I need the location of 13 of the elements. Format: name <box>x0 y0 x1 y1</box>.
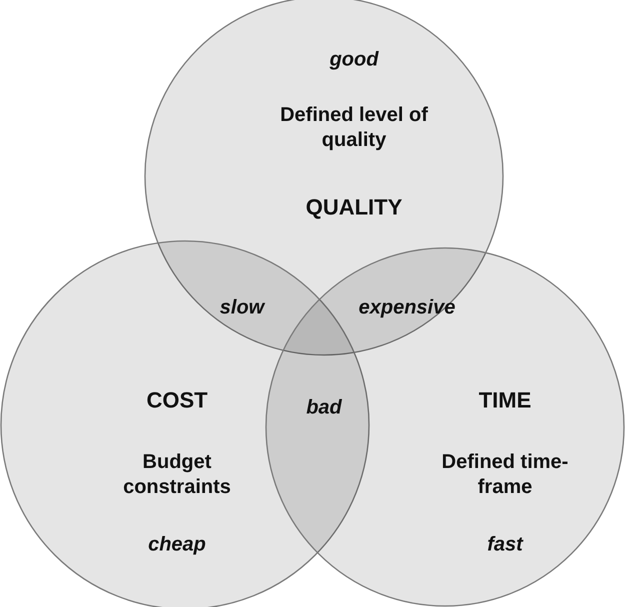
venn-keyword: fast <box>486 532 524 558</box>
venn-text: QUALITY <box>304 193 404 221</box>
overlap-label: expensive <box>358 296 456 320</box>
venn-text: TIME <box>478 386 532 414</box>
venn-text: COST <box>145 386 209 414</box>
venn-circle <box>265 247 625 607</box>
venn-text: Defined time-frame <box>440 450 570 500</box>
overlap-label: bad <box>306 396 342 420</box>
venn-keyword: cheap <box>147 532 207 558</box>
overlap-label: slow <box>220 296 264 320</box>
venn-keyword: good <box>328 48 380 72</box>
venn-text: Defined level of quality <box>279 103 429 153</box>
venn-text: Budget constraints <box>122 450 232 500</box>
